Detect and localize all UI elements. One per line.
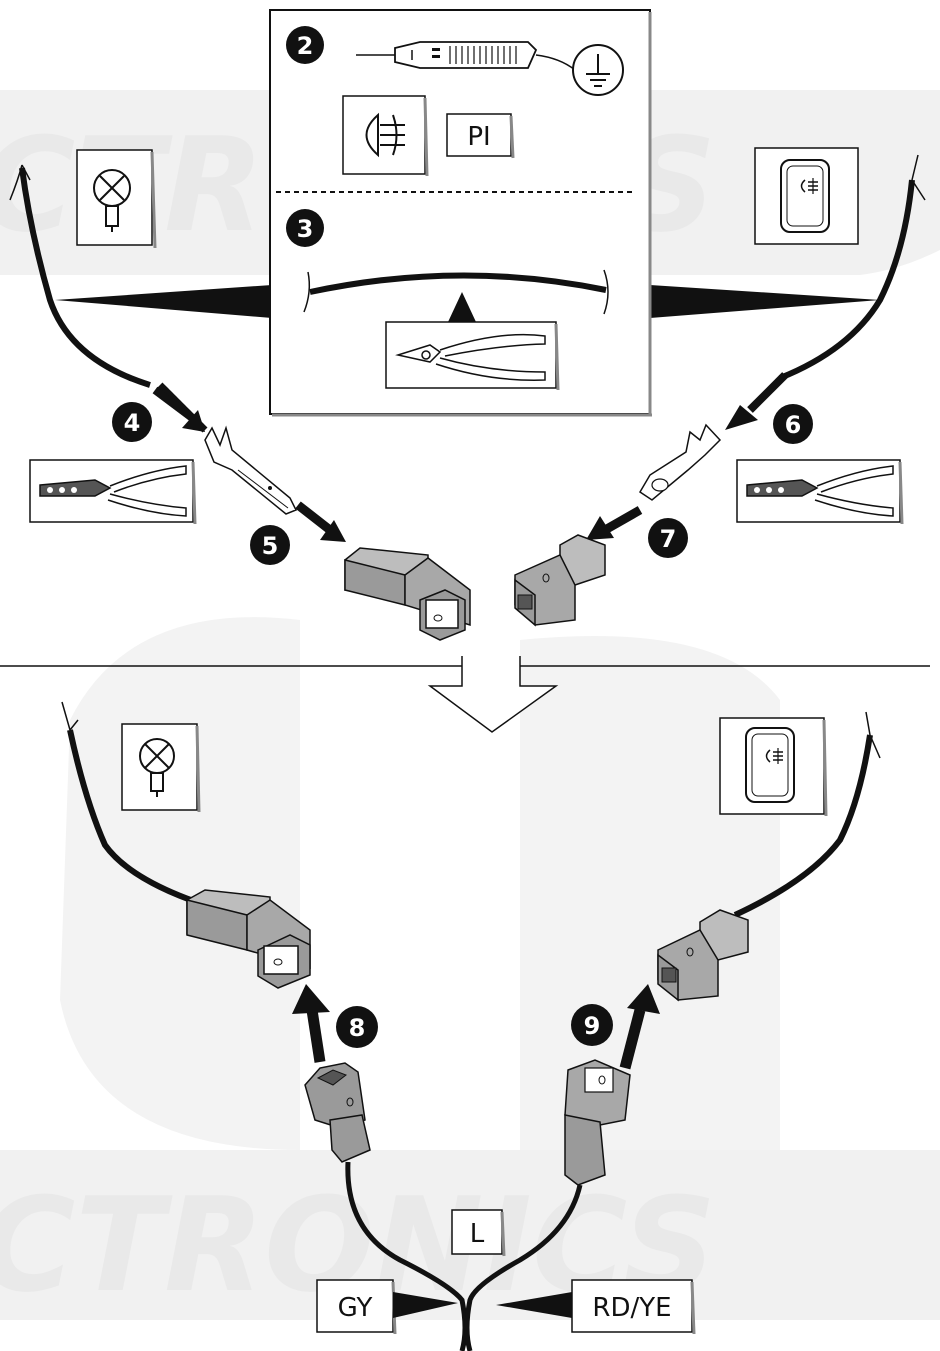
fog-switch-icon <box>746 728 794 802</box>
ground-icon <box>573 45 623 95</box>
callout-pointer-left <box>55 285 272 318</box>
terminal-icon-right <box>640 425 720 500</box>
step-number-3: 3 <box>297 215 314 243</box>
step-number-5: 5 <box>262 532 279 560</box>
bulb-icon-box-bottom <box>122 724 199 812</box>
step-number-2: 2 <box>297 32 314 60</box>
step-arrow-4 <box>155 390 195 420</box>
step-number-9: 9 <box>584 1012 601 1040</box>
step-arrow-8 <box>312 1010 320 1062</box>
step-badge-9: 9 <box>571 1004 613 1046</box>
crimping-tool-icon-box-right <box>737 460 902 524</box>
step-badge-7: 7 <box>648 518 688 558</box>
wire-color-label-gy: GY <box>338 1293 373 1323</box>
loom-label-box: L <box>452 1210 504 1256</box>
callout-pointer-right <box>650 285 880 318</box>
crimping-tool-icon-box-left <box>30 460 195 524</box>
fog-switch-icon <box>781 160 829 232</box>
bulb-icon-box-top <box>77 150 155 248</box>
step-badge-8: 8 <box>336 1006 378 1048</box>
step-arrow-7 <box>605 510 640 530</box>
step-arrow-5 <box>298 505 330 530</box>
step-number-8: 8 <box>349 1014 366 1042</box>
step-number-6: 6 <box>785 411 802 439</box>
step-number-4: 4 <box>124 409 141 437</box>
fog-switch-icon-box-bottom <box>720 718 826 816</box>
step-arrow-6 <box>750 375 785 410</box>
step-badge-3: 3 <box>286 209 324 247</box>
instruction-panel: 2 <box>270 10 652 416</box>
pi-label: PI <box>467 122 490 152</box>
connector-housing-male-top <box>515 535 605 625</box>
connector-male-loom-left <box>305 1063 370 1162</box>
step-number-7: 7 <box>660 525 677 553</box>
wire-color-label-rd-ye: RD/YE <box>592 1293 671 1323</box>
terminal-icon-left <box>205 428 296 514</box>
fog-switch-icon-box-top <box>755 148 858 244</box>
step-badge-2: 2 <box>286 26 324 64</box>
loom-label: L <box>470 1219 485 1249</box>
side-cutter-icon-box <box>386 322 558 390</box>
fog-lamp-icon-box <box>343 96 427 176</box>
pi-label-box: PI <box>447 114 513 158</box>
step-badge-4: 4 <box>112 402 152 442</box>
step-badge-6: 6 <box>773 404 813 444</box>
step-badge-5: 5 <box>250 525 290 565</box>
connector-housing-female-top <box>345 548 470 640</box>
